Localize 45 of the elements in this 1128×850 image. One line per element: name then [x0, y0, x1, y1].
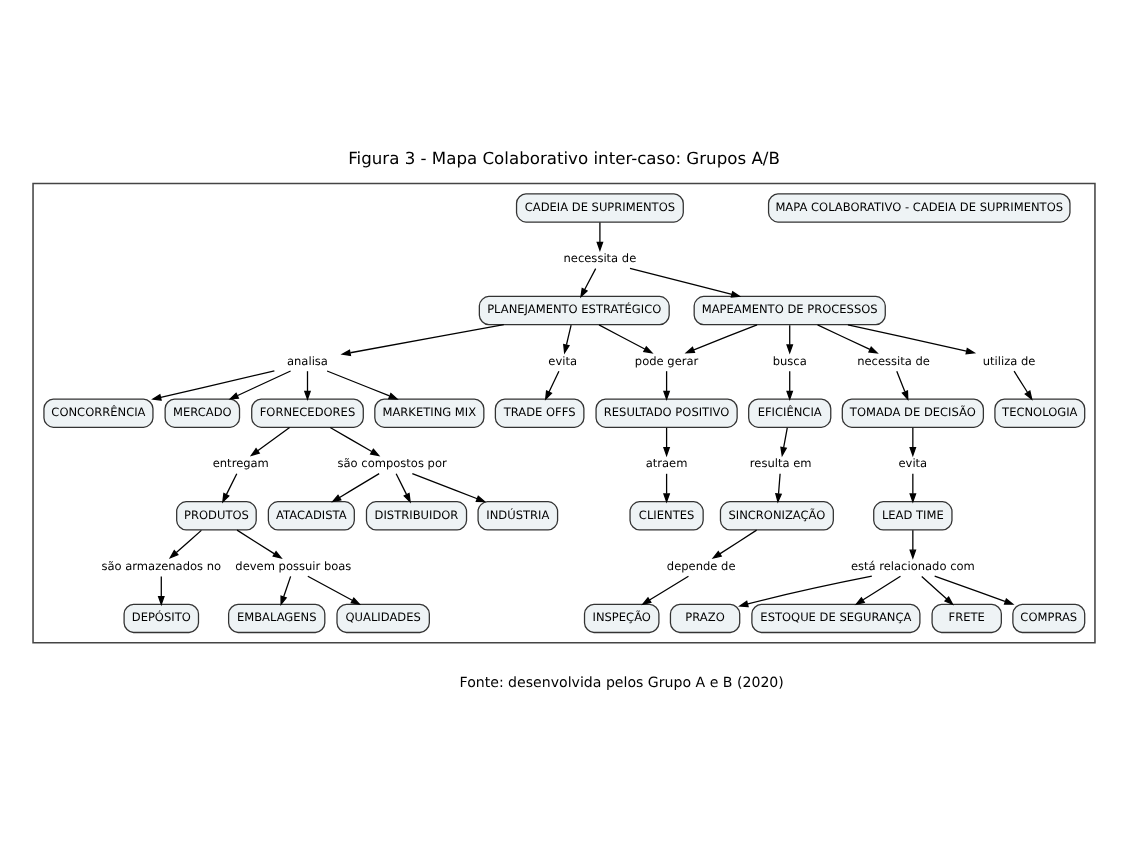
arrow — [775, 472, 783, 503]
arrow — [684, 323, 758, 353]
arrow — [786, 369, 794, 400]
arrow — [780, 426, 788, 457]
arrow — [847, 323, 977, 354]
arrow — [816, 323, 879, 353]
arrow — [157, 574, 165, 606]
arrow — [411, 471, 487, 502]
arrow — [563, 323, 572, 354]
arrow — [326, 369, 399, 399]
diagram-title: Figura 3 - Mapa Colaborativo inter-caso: Grupos A/B — [348, 146, 780, 167]
arrow — [331, 471, 380, 502]
arrow — [236, 528, 283, 559]
arrow — [854, 574, 902, 605]
cluster — [32, 181, 1096, 643]
arrow — [544, 369, 560, 400]
arrow — [228, 369, 292, 399]
arrow — [340, 323, 505, 356]
arrow — [307, 574, 361, 605]
arrow — [711, 528, 758, 559]
arrow — [1013, 369, 1033, 400]
arrow — [249, 425, 291, 456]
arrow — [921, 574, 954, 605]
arrow — [663, 369, 671, 400]
arrow — [580, 266, 597, 298]
arrow — [303, 369, 312, 400]
arrow — [596, 220, 604, 251]
arrow — [738, 574, 873, 607]
arrow — [663, 426, 671, 457]
arrow — [629, 266, 742, 297]
arrow — [395, 472, 411, 503]
arrow — [786, 323, 794, 354]
arrow — [909, 528, 917, 559]
arrow — [598, 323, 654, 353]
arrow — [909, 426, 917, 457]
arrow — [329, 425, 381, 456]
arrow — [222, 472, 238, 503]
arrow — [896, 369, 909, 400]
arrow — [909, 472, 917, 503]
arrow — [280, 574, 292, 606]
arrow — [934, 574, 1015, 604]
arrow — [168, 528, 202, 559]
arrow — [151, 369, 275, 400]
arrow — [663, 472, 671, 503]
arrow — [641, 574, 690, 605]
